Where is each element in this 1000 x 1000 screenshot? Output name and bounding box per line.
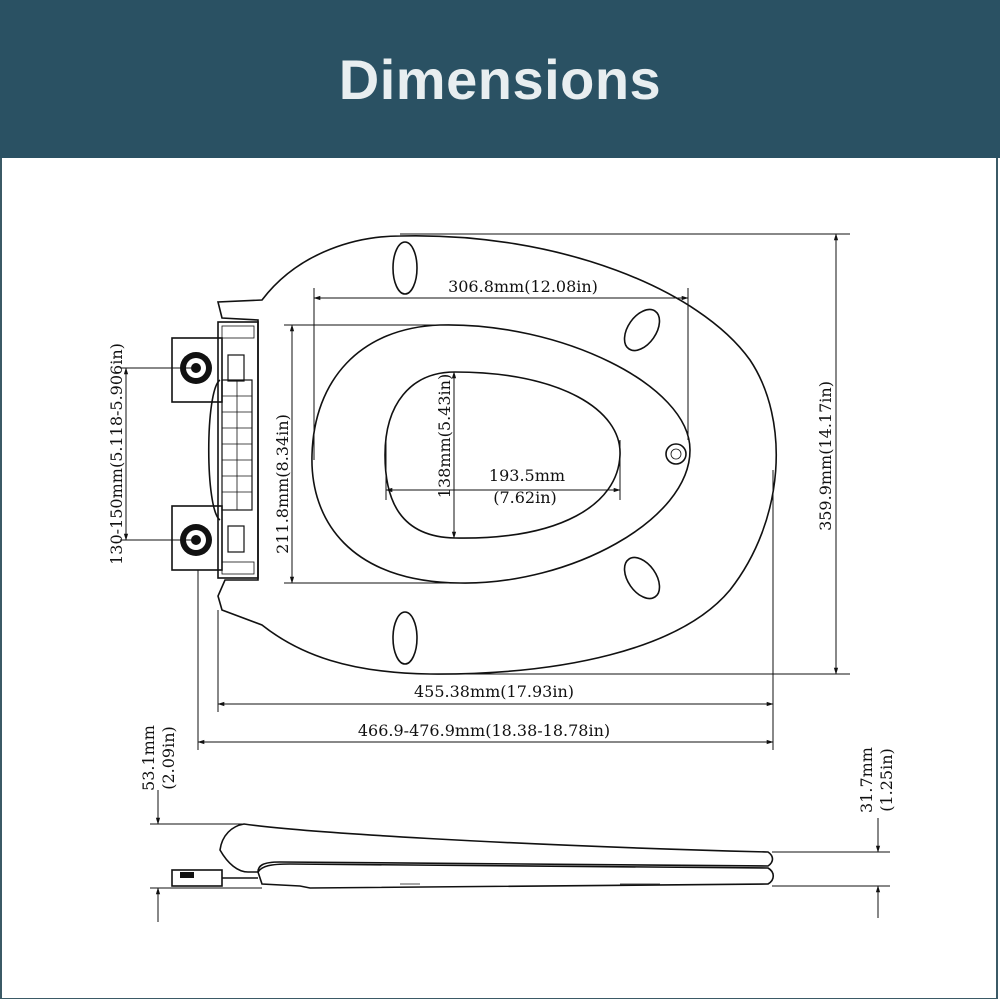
hinge-plate-bottom-cap bbox=[221, 561, 255, 575]
drawing-frame bbox=[0, 158, 998, 999]
total-length-label: 466.9-476.9mm(18.38-18.78in) bbox=[358, 721, 610, 740]
page-title: Dimensions bbox=[338, 47, 662, 111]
inner-opening-length-label: 306.8mm(12.08in) bbox=[448, 277, 598, 296]
total-height-mm-label: 53.1mm bbox=[139, 725, 158, 791]
seat-inner-outline bbox=[311, 324, 691, 584]
hole-width-label: 138mm(5.43in) bbox=[435, 374, 454, 498]
bumper-pad-top-left bbox=[392, 241, 418, 295]
lid-pin-ring bbox=[665, 443, 687, 465]
hinge-plate bbox=[217, 321, 259, 579]
total-height-in-label: (2.09in) bbox=[159, 726, 178, 790]
seat-inner-width-label: 211.8mm(8.34in) bbox=[273, 414, 292, 554]
seat-top-view bbox=[216, 235, 777, 675]
hole-length-mm-label: 193.5mm bbox=[489, 466, 565, 485]
hinge-grid bbox=[221, 379, 253, 511]
bumper-pad-bottom-left bbox=[392, 611, 418, 665]
hinge-side bbox=[171, 869, 223, 887]
hinge-bolt-bottom bbox=[171, 505, 245, 571]
seat-outer-outline bbox=[216, 235, 777, 675]
side-dimension-lines bbox=[150, 790, 890, 922]
seat-length-label: 455.38mm(17.93in) bbox=[414, 682, 574, 701]
hinge-plate-top-cap bbox=[221, 325, 255, 339]
outer-width-label: 359.9mm(14.17in) bbox=[816, 381, 835, 531]
seat-thickness-in-label: (1.25in) bbox=[877, 748, 896, 812]
bumper-pad-bottom-right bbox=[623, 556, 661, 600]
lid-pin bbox=[670, 448, 682, 460]
seat-hole-outline bbox=[384, 371, 621, 539]
hole-length-in-label: (7.62in) bbox=[493, 488, 557, 507]
seat-thickness-mm-label: 31.7mm bbox=[857, 747, 876, 813]
seat-profile bbox=[257, 863, 775, 889]
bumper-pad-top-right bbox=[623, 308, 661, 352]
dimension-lines bbox=[120, 233, 850, 750]
hinge-side-bolt bbox=[180, 872, 194, 878]
seat-side-view bbox=[171, 823, 775, 889]
header-banner: Dimensions bbox=[0, 0, 1000, 158]
hinge-bolt-top bbox=[171, 337, 245, 403]
hinge-bridge bbox=[208, 379, 221, 521]
hinge-spacing-label: 130-150mm(5.118-5.906in) bbox=[107, 343, 126, 565]
